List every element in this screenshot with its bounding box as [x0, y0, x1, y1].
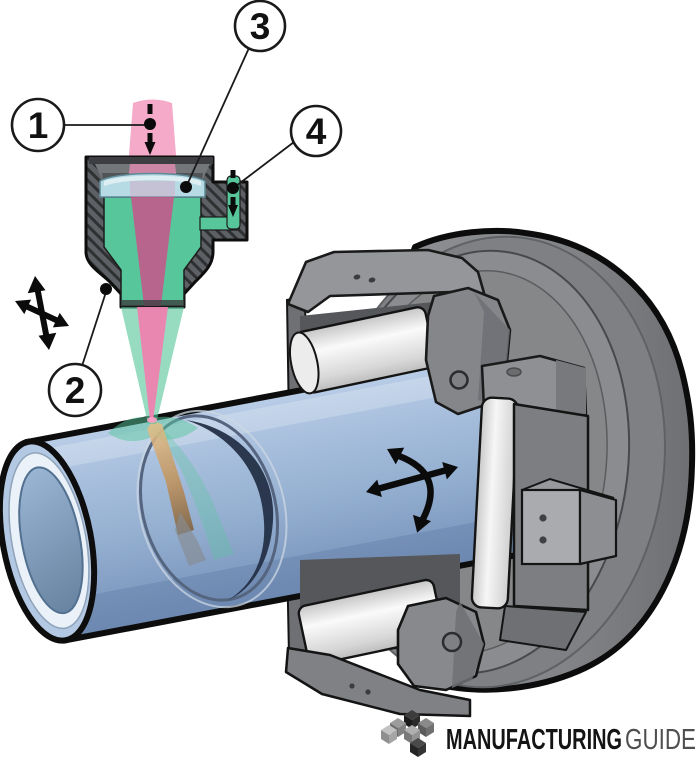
callout-1: 1 [10, 97, 156, 155]
right-dotted-block [520, 488, 582, 566]
callout-2-dot [100, 283, 112, 295]
callout-3: 3 [180, 0, 287, 193]
laser-beam-focus-cone [137, 307, 168, 421]
callout-4-dot [227, 182, 239, 194]
right-dotted-block-side [578, 488, 618, 566]
bottom-bracket-head-shade [452, 602, 484, 688]
gas-downflow [150, 424, 234, 560]
smoke-tail [175, 512, 206, 566]
bottom-plate-dot-2 [365, 689, 371, 695]
right-top-block-shade [556, 360, 586, 416]
tube-bottom-shade [66, 514, 526, 639]
callout-1-circle [10, 97, 66, 153]
nozzle-tip-shadow [121, 300, 184, 306]
right-block-hole [506, 367, 522, 377]
laser-beam-in-lens [130, 181, 175, 197]
right-roller-assembly [470, 354, 618, 651]
logo-brand-bold: MANUFACTURING [446, 724, 622, 756]
focus-spot [147, 417, 157, 423]
right-bracket-foot [499, 605, 587, 651]
callout-2-label: 2 [65, 370, 86, 411]
chuck-hardware [284, 248, 618, 718]
cut-kerf-crescent [186, 420, 274, 600]
bottom-pivot-hole [441, 631, 463, 653]
cut-contour-highlight [136, 409, 288, 609]
callout-4-circle [289, 104, 343, 158]
tube-bore [18, 466, 84, 615]
callout-2-leader [81, 291, 107, 367]
callout-2: 2 [47, 283, 112, 418]
cutting-effects [108, 416, 234, 566]
callout-1-label: 1 [28, 105, 49, 146]
logo-brand-light: GUIDE [625, 724, 696, 756]
top-bracket-plate [286, 248, 488, 314]
cut-contour-line [138, 414, 280, 602]
callout-4: 4 [227, 104, 343, 217]
top-bracket-hole-1 [353, 274, 361, 280]
callout-4-leader [235, 141, 295, 187]
bottom-plate-dot-1 [349, 683, 355, 689]
bottom-roller-assembly [284, 554, 486, 718]
head-motion-arrows-icon [15, 276, 69, 350]
cut-contour [136, 409, 288, 609]
callout-1-dot [144, 118, 156, 130]
right-block-dot-1 [539, 514, 547, 522]
tube-motion-arrows-icon [366, 447, 458, 533]
callout-3-leader [186, 47, 250, 186]
lens-highlight [104, 175, 201, 186]
callout-3-dot [180, 181, 192, 193]
callout-2-circle [47, 362, 103, 418]
callout-3-label: 3 [250, 6, 271, 47]
top-bracket-hole-2 [368, 277, 376, 283]
logo: MANUFACTURING GUIDE [381, 710, 696, 757]
head-top-rim [89, 157, 213, 164]
callout-3-circle [233, 0, 287, 53]
right-block-dot-2 [539, 536, 547, 544]
laser-head [84, 99, 249, 424]
spark-stream [147, 421, 194, 535]
laser-beam-core [131, 197, 174, 306]
down-arrow-dashed-icon [228, 205, 238, 217]
iso-cubes-logo-icon [381, 710, 434, 757]
top-pivot-hole [449, 370, 469, 390]
down-arrow-dashed-icon [144, 142, 156, 155]
top-roller-assembly [286, 248, 512, 416]
bottom-bracket-plate [284, 646, 472, 718]
callout-4-label: 4 [306, 111, 327, 152]
top-roller-cap [289, 331, 320, 395]
